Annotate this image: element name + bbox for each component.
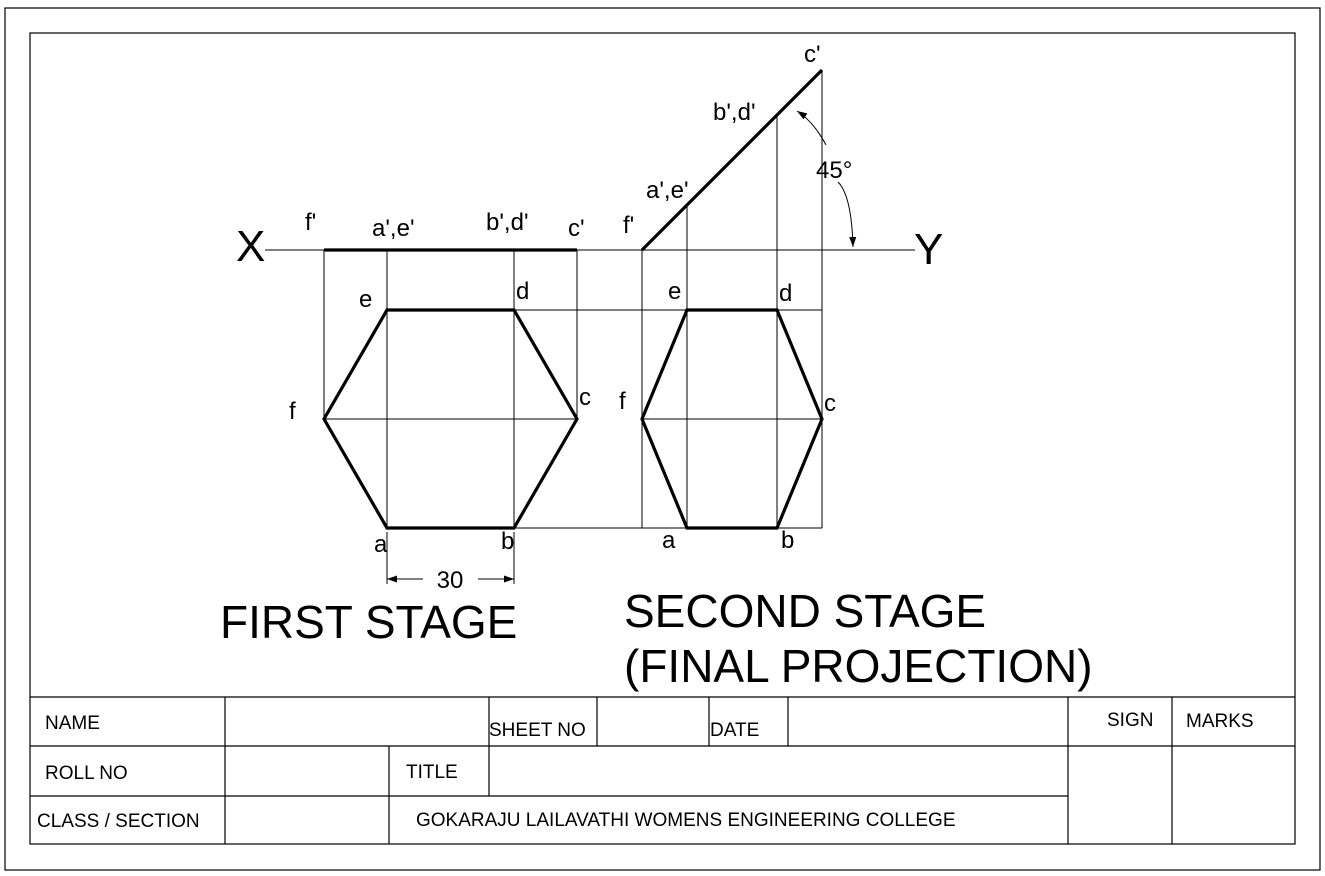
label-f-prime-1: f' <box>305 209 316 236</box>
dimension-30: 30 <box>386 532 515 594</box>
label-d-1: d <box>516 278 529 305</box>
label-e-1: e <box>359 286 372 313</box>
label-f-2: f <box>619 388 626 415</box>
title-block: NAME SHEET NO DATE SIGN MARKS ROLL NO TI… <box>30 696 1295 844</box>
label-a-1: a <box>374 531 388 558</box>
label-e-2: e <box>668 278 681 305</box>
class-section-label: CLASS / SECTION <box>37 811 200 832</box>
dimension-value: 30 <box>437 567 464 594</box>
x-axis-label: X <box>236 222 265 271</box>
label-ae-prime-1: a',e' <box>372 215 415 242</box>
label-bd-prime-2: b',d' <box>713 99 756 126</box>
label-a-2: a <box>662 527 676 554</box>
y-axis-label: Y <box>914 225 943 274</box>
label-c-prime-1: c' <box>568 215 585 242</box>
sheet-no-label: SHEET NO <box>489 720 586 741</box>
name-label: NAME <box>45 713 100 734</box>
marks-label: MARKS <box>1186 711 1254 732</box>
label-bd-prime-1: b',d' <box>486 209 529 236</box>
angle-45-indicator: 45° <box>796 110 857 248</box>
label-b-2: b <box>781 527 794 554</box>
college-name: GOKARAJU LAILAVATHI WOMENS ENGINEERING C… <box>416 810 956 831</box>
second-stage-hexagon-plan <box>640 308 824 530</box>
date-label: DATE <box>710 720 759 741</box>
roll-no-label: ROLL NO <box>45 763 128 784</box>
label-ae-prime-2: a',e' <box>646 177 689 204</box>
second-stage-caption-line2: (FINAL PROJECTION) <box>624 640 1093 692</box>
label-c-1: c <box>579 384 591 411</box>
sign-label: SIGN <box>1107 710 1153 731</box>
title-label: TITLE <box>406 762 458 783</box>
inner-border <box>29 32 1296 845</box>
label-d-2: d <box>779 280 792 307</box>
angle-value: 45° <box>816 157 852 184</box>
label-f-1: f <box>289 398 296 425</box>
outer-border <box>4 7 1321 871</box>
label-c-prime-2: c' <box>804 41 821 68</box>
second-stage-elevation <box>640 68 824 252</box>
label-b-1: b <box>501 528 514 555</box>
first-stage-caption: FIRST STAGE <box>220 596 517 648</box>
first-stage-projectors <box>323 250 578 528</box>
label-c-2: c <box>824 390 836 417</box>
second-stage-caption-line1: SECOND STAGE <box>624 585 986 637</box>
label-f-prime-2: f' <box>623 212 634 239</box>
